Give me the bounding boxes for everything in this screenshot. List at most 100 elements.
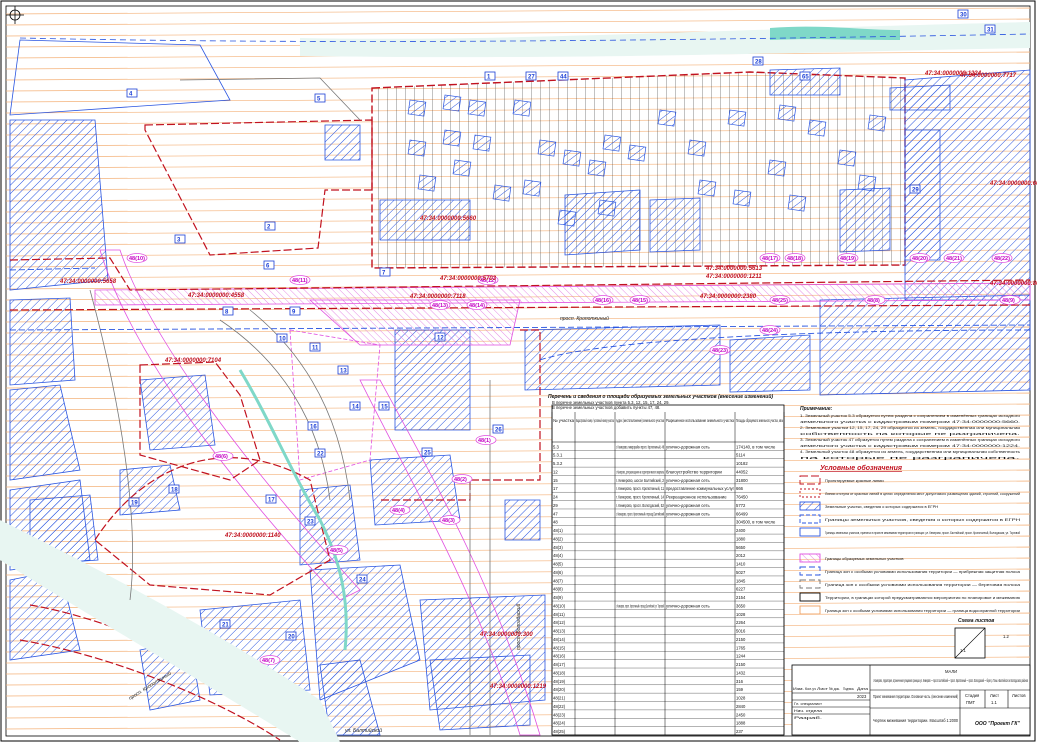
stamp-role: Нач. отдела (794, 708, 823, 713)
parcel-number: 30 (957, 9, 969, 19)
stamp-stage: Стадия (965, 693, 979, 698)
table-cell: 5.3.1 (553, 453, 563, 458)
table-cell: 31800 (736, 478, 748, 483)
stamp-column-label: Подпись (843, 686, 854, 691)
parcel-number: 24 (356, 574, 368, 584)
table-cell: г. Кемерово, для размещения на территори… (616, 469, 664, 474)
stamp-stage-val: ПМТ (966, 700, 975, 705)
table-cell: благоустройство территории (666, 469, 723, 474)
table-cell: г. Кемерово, просп. Вологдаский, 52 (616, 503, 664, 508)
table-cell: 2150 (736, 662, 746, 667)
parcel-number-text: 65 (802, 75, 809, 81)
parcel-number: 6 (263, 260, 275, 270)
legend-item-text: Линии отступа от красных линий в целях о… (825, 491, 1020, 496)
legend-item: Граница зон с особыми условиями использо… (799, 605, 1020, 615)
street-label-a: просп. Кропоткиный (560, 315, 609, 322)
pink-parcel-label: 48(10) (126, 253, 148, 263)
table-cell: улично-дорожная сеть (666, 444, 710, 449)
table-cell: 666 (736, 486, 744, 491)
pink-parcel-label: 48(23) (709, 345, 731, 355)
table-cell: 48(3) (553, 545, 563, 550)
street-label-b: ул. Балтийской (344, 727, 382, 734)
table-cell: улично-дорожная сеть (666, 511, 710, 516)
table-header-cell: № участка (553, 418, 575, 423)
table-cell: 48(14) (553, 637, 566, 642)
table-header-cell: Кадастровый номер / условный номер участ… (576, 418, 614, 423)
parcel-number-text: 6 (266, 264, 270, 270)
table-cell: 2012 (736, 553, 746, 558)
pink-parcel-label-text: 48(20) (912, 256, 928, 262)
table-cell: 159 (736, 687, 744, 692)
table-cell: 44052 (736, 469, 748, 474)
table-cell: 48(13) (553, 629, 566, 634)
parcel-number: 21 (219, 619, 231, 629)
stamp-column-label: Изм. (793, 686, 804, 691)
table-title: Перечень и сведения о площади образуемых… (548, 393, 773, 400)
parcel-number: 3 (174, 234, 186, 244)
street-label-d: просп. Вологдаский (515, 603, 522, 650)
stamp-lists: Листов (1012, 693, 1026, 698)
table-header-cell: Разрешенное использование земельного уча… (666, 418, 734, 423)
pink-parcel-label-text: 48(17) (762, 256, 778, 262)
table-header-cell: Площадь образуемого земельного участка, … (736, 418, 783, 423)
table-cell: предоставление коммунальных услуг (666, 486, 734, 491)
note-line: на которые не разграничена. (800, 455, 1020, 460)
parcel-number-text: 29 (912, 188, 919, 194)
parcel-number: 44 (557, 71, 569, 81)
parcel-number-text: 8 (225, 310, 229, 316)
parcel-number: 19 (128, 497, 140, 507)
parcel-number: 29 (909, 184, 921, 194)
legend-item: Граница зон с особыми условиями использо… (799, 566, 1021, 576)
title-block: МАЛИ г. Кемерово, территория, ограниченн… (791, 664, 1031, 736)
table-subtitle: В перечне земельных участков пункта 5.3,… (552, 400, 670, 405)
pink-parcel-label: 48(18) (784, 253, 806, 263)
table-cell: 12 (553, 469, 558, 474)
pink-parcel-label-text: 48(25) (772, 298, 788, 304)
stamp-drawing: Чертеж межевания территории. Масштаб 1:2… (873, 718, 959, 723)
pink-parcel-label: 48(22) (991, 253, 1013, 263)
table-cell: 48(20) (553, 687, 566, 692)
table-cell: 48(6) (553, 570, 563, 575)
table-cell: 316 (736, 679, 744, 684)
pink-parcel-label: 48(6) (212, 451, 234, 461)
parcel-number-text: 5 (317, 97, 321, 103)
table-cell: 1432 (736, 670, 746, 675)
pink-parcel-label: 48(17) (759, 253, 781, 263)
pink-parcel-label: 48(20) (909, 253, 931, 263)
table-cell: 1765 (736, 645, 746, 650)
pink-parcel-label: 48(5) (327, 545, 349, 555)
legend-item-text: Граница зон с особыми условиями использо… (825, 608, 1020, 613)
parcel-number: 31 (984, 24, 996, 34)
cadastral-label: 47:34:0000000:1219 (489, 684, 547, 690)
stamp-column-label: Дата (857, 686, 869, 691)
parcel-number-text: 16 (310, 425, 317, 431)
table-cell: 1845 (736, 578, 746, 583)
pink-parcel-label-text: 48(8) (867, 298, 880, 304)
pink-parcel-label-text: 48(18) (787, 256, 803, 262)
table-cell: улично-дорожная сеть (666, 503, 710, 508)
cadastral-number-labels: 47:34:0000000:566047:34:0000000:771747:3… (59, 71, 1037, 690)
table-cell: 6227 (736, 587, 746, 592)
pink-parcel-label-text: 48(4) (392, 508, 405, 514)
parcel-number: 23 (304, 516, 316, 526)
cadastral-label: 47:34:0000000:1224 (924, 71, 982, 77)
parcel-number: 18 (168, 484, 180, 494)
parcel-number-text: 31 (987, 28, 994, 34)
pink-parcel-label-text: 48(22) (994, 256, 1010, 262)
parcel-number-text: 12 (437, 336, 444, 342)
parcel-number: 2 (264, 221, 276, 231)
stamp-role: Разраб. (794, 715, 822, 720)
stamp-role: Гл. специалист (794, 701, 822, 706)
parcel-number-text: 44 (560, 75, 567, 81)
table-cell: г. Кемерово, просп. Кропоткиный, 11 (616, 486, 664, 491)
legend-item: Земельные участки, сведения о которых со… (799, 501, 938, 511)
parcel-number-text: 17 (268, 498, 275, 504)
parcel-number-text: 26 (495, 428, 502, 434)
scheme-sheet-a: 1.1 (960, 648, 966, 653)
pink-parcel-label-text: 48(13) (432, 303, 448, 309)
table-cell: 48(17) (553, 662, 566, 667)
table-cell: 48(1) (553, 528, 563, 533)
cadastral-label: 47:34:0000000:7118 (409, 294, 466, 300)
pink-parcel-label-text: 48(21) (946, 256, 962, 262)
